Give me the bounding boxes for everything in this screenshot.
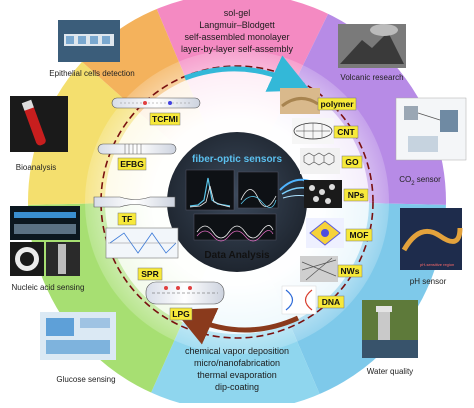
- svg-text:MOF: MOF: [350, 230, 369, 240]
- lpg-schematic: [145, 281, 225, 305]
- app-co2: CO2 sensor: [399, 175, 441, 187]
- bottom-curved-arrow: [173, 308, 300, 345]
- photo-bioanalysis: [10, 96, 68, 152]
- svg-text:pH-sensitive region: pH-sensitive region: [420, 262, 454, 267]
- spectrum-panel-left: [185, 169, 235, 211]
- center-title: fiber-optic sensors: [192, 154, 282, 165]
- app-water: Water quality: [367, 367, 413, 376]
- material-thumb-cnt: [292, 118, 334, 144]
- svg-text:EFBG: EFBG: [120, 159, 144, 169]
- label-cnt: CNT: [333, 125, 359, 139]
- fabrication-bottom: chemical vapor deposition micro/nanofabr…: [185, 346, 289, 392]
- photo-epithelial: [58, 20, 120, 62]
- photo-ph: pH-sensitive region: [400, 208, 463, 270]
- label-go: GO: [341, 155, 363, 169]
- efbg-schematic: [97, 143, 177, 155]
- spectrum-panel-bottom: [193, 213, 277, 242]
- svg-text:NWs: NWs: [341, 266, 360, 276]
- photo-glucose: [40, 312, 116, 360]
- label-spr: SPR: [137, 267, 163, 281]
- method-thermal-evaporation: thermal evaporation: [197, 370, 277, 380]
- material-thumb-nws: [300, 256, 338, 282]
- photo-nucleic: [10, 206, 80, 276]
- svg-text:NPs: NPs: [348, 190, 365, 200]
- svg-text:LPG: LPG: [172, 309, 190, 319]
- spr-schematic: [105, 227, 179, 259]
- svg-text:DNA: DNA: [322, 297, 340, 307]
- photo-co2: [395, 97, 467, 161]
- center-subtitle: Data Analysis: [204, 250, 270, 261]
- method-dip-coating: dip-coating: [215, 382, 259, 392]
- app-bioanalysis: Bioanalysis: [16, 163, 56, 172]
- fabrication-top: sol-gel Langmuir–Blodgett self-assembled…: [181, 8, 294, 54]
- app-nucleic: Nucleic acid sensing: [12, 283, 85, 292]
- label-efbg: EFBG: [117, 157, 147, 171]
- svg-text:CNT: CNT: [337, 127, 355, 137]
- material-thumb-polymer: [280, 88, 320, 114]
- method-micro-nanofabrication: micro/nanofabrication: [194, 358, 280, 368]
- svg-text:polymer: polymer: [320, 99, 354, 109]
- label-mof: MOF: [345, 228, 373, 242]
- svg-text:GO: GO: [345, 157, 359, 167]
- method-layer-by-layer: layer-by-layer self-assembly: [181, 44, 294, 54]
- tcfmi-schematic: [111, 97, 201, 109]
- label-tf: TF: [117, 212, 137, 226]
- app-ph: pH sensor: [410, 277, 447, 286]
- material-thumb-go: [300, 148, 340, 174]
- svg-text:TF: TF: [122, 214, 132, 224]
- label-nws: NWs: [337, 264, 363, 278]
- material-thumb-mof: [306, 218, 344, 248]
- material-thumb-dna: [281, 285, 317, 315]
- material-thumb-nps: [304, 180, 342, 208]
- method-sol-gel: sol-gel: [224, 8, 251, 18]
- label-polymer: polymer: [317, 97, 357, 111]
- top-curved-arrow: [184, 55, 311, 92]
- svg-text:SPR: SPR: [141, 269, 158, 279]
- dashed-ring: [100, 65, 374, 339]
- svg-text:TCFMI: TCFMI: [152, 114, 178, 124]
- spectrum-panel-right: [237, 171, 279, 209]
- app-volcanic: Volcanic research: [340, 73, 403, 82]
- label-dna: DNA: [317, 295, 345, 309]
- label-tcfmi: TCFMI: [149, 112, 181, 126]
- label-nps: NPs: [343, 188, 369, 202]
- label-lpg: LPG: [169, 307, 193, 321]
- photo-volcanic: [338, 24, 406, 68]
- outer-ring-border: [22, 0, 452, 408]
- app-glucose: Glucose sensing: [56, 375, 115, 384]
- app-epithelial: Epithelial cells detection: [49, 69, 134, 78]
- tf-schematic: [93, 196, 176, 208]
- method-cvd: chemical vapor deposition: [185, 346, 289, 356]
- method-self-assembled-monolayer: self-assembled monolayer: [184, 32, 289, 42]
- photo-water: [362, 300, 418, 358]
- method-langmuir-blodgett: Langmuir–Blodgett: [199, 20, 275, 30]
